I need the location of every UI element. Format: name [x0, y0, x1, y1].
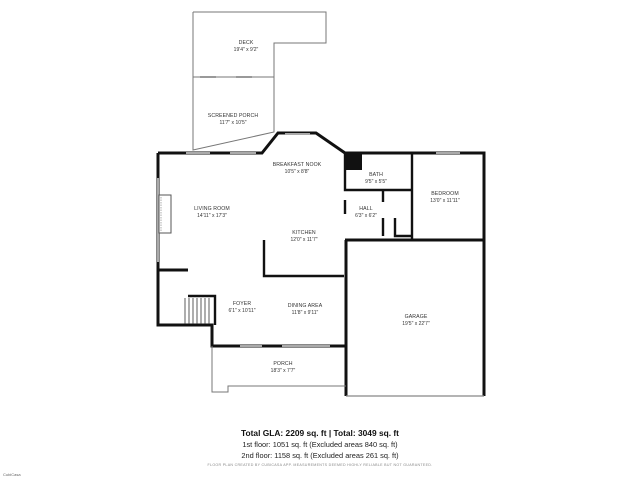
breakfast-nook-dims: 10'5" x 8'8" [285, 169, 310, 175]
screened-porch-label: SCREENED PORCH [208, 113, 259, 119]
garage-label: GARAGE [405, 314, 428, 320]
hall-dims: 6'3" x 6'2" [355, 213, 377, 219]
second-floor-area: 2nd floor: 1158 sq. ft (Excluded areas 2… [241, 451, 399, 460]
porch-dims: 18'3" x 7'7" [271, 368, 296, 374]
foyer-label: FOYER [233, 301, 252, 307]
hall-label: HALL [359, 206, 372, 212]
living-room-dims: 14'11" x 17'3" [197, 213, 227, 219]
exterior-walls [156, 131, 486, 396]
fireplace [158, 194, 172, 234]
living-room-label: LIVING ROOM [194, 206, 230, 212]
total-area: Total GLA: 2209 sq. ft | Total: 3049 sq.… [241, 428, 399, 438]
screened-porch-dims: 11'7" x 10'5" [219, 120, 246, 126]
dining-area-dims: 11'8" x 9'11" [292, 310, 319, 316]
kitchen-dims: 12'0" x 11'7" [290, 237, 317, 243]
porch-outline [211, 346, 346, 393]
dining-area-label: DINING AREA [288, 303, 323, 309]
stairs [184, 298, 210, 324]
porch-label: PORCH [273, 361, 292, 367]
room-labels: DECK 19'4" x 9'2" SCREENED PORCH 11'7" x… [194, 40, 460, 374]
bath-label: BATH [369, 172, 383, 178]
deck-label: DECK [239, 40, 254, 46]
floor-plan: DECK 19'4" x 9'2" SCREENED PORCH 11'7" x… [156, 11, 486, 397]
garage-dims: 19'5" x 22'7" [402, 321, 430, 327]
deck-outline [192, 11, 327, 78]
bath-dims: 9'5" x 5'5" [365, 179, 387, 185]
chimney-block [345, 153, 362, 170]
breakfast-nook-label: BREAKFAST NOOK [273, 162, 322, 168]
bedroom-dims: 13'0" x 11'11" [430, 198, 460, 204]
cubicasa-logo: CubiCasa [3, 472, 21, 477]
bedroom-label: BEDROOM [431, 191, 459, 197]
exterior-windows [157, 133, 460, 347]
first-floor-area: 1st floor: 1051 sq. ft (Excluded areas 8… [242, 440, 398, 449]
disclaimer: FLOOR PLAN CREATED BY CUBICASA APP. MEAS… [207, 463, 433, 467]
kitchen-label: KITCHEN [292, 230, 316, 236]
foyer-dims: 6'1" x 10'11" [228, 308, 255, 314]
deck-dims: 19'4" x 9'2" [234, 47, 259, 53]
